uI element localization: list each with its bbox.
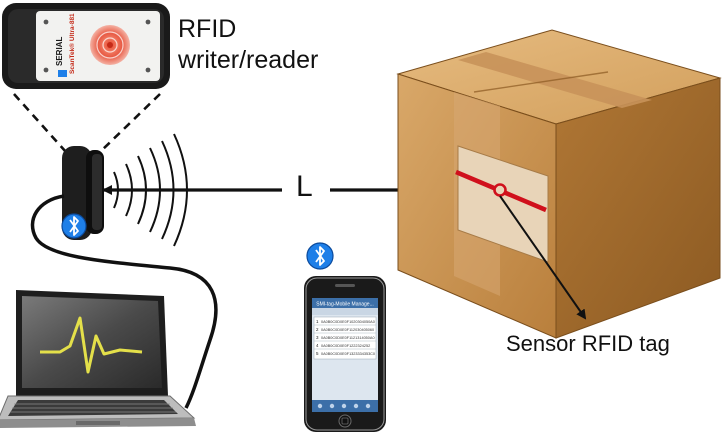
bluetooth-icon-phone: [306, 242, 334, 270]
svg-text:5: 5: [316, 351, 319, 356]
cardboard-box: [396, 29, 722, 339]
projection-line-left: [13, 93, 67, 153]
projection-line-right: [99, 93, 161, 153]
table-row[interactable]: 3 0A0B0C0D0E0F1121314050A0: [316, 335, 375, 340]
toolbar-button[interactable]: [341, 403, 347, 409]
svg-text:0A0B0C0D0E0F1323334353C0: 0A0B0C0D0E0F1323334353C0: [321, 352, 375, 356]
table-row[interactable]: 4 0A0B0C0D0E0F1222324252: [316, 343, 370, 348]
rfid-reader-label-line2: writer/reader: [178, 46, 319, 74]
sensor-rfid-tag: [455, 169, 547, 213]
toolbar-button[interactable]: [317, 403, 323, 409]
table-row[interactable]: 5 0A0B0C0D0E0F1323334353C0: [316, 351, 375, 356]
phone-home-button[interactable]: [338, 414, 352, 428]
reader-side-view: [62, 146, 104, 240]
smartphone: SMI-tag-Mobile Manage... 1 0A0B0C0D0E0F1…: [304, 276, 386, 432]
svg-text:0A0B0C0D0E0F112030405060: 0A0B0C0D0E0F112030405060: [321, 328, 374, 332]
tag-pointer-arrow: [499, 195, 587, 320]
toolbar-button[interactable]: [329, 403, 335, 409]
laptop: [0, 290, 196, 428]
rfid-reader-label: RFID writer/reader: [178, 14, 318, 76]
svg-text:0A0B0C0D0E0F1222324252: 0A0B0C0D0E0F1222324252: [321, 344, 370, 348]
bluetooth-icon: [61, 213, 87, 239]
svg-text:0A0B0C0D0E0F1121314050A0: 0A0B0C0D0E0F1121314050A0: [321, 336, 375, 340]
distance-label: L: [296, 170, 313, 203]
svg-text:1: 1: [316, 319, 319, 324]
usb-cable: [30, 194, 218, 409]
svg-text:3: 3: [316, 335, 319, 340]
toolbar-button[interactable]: [353, 403, 359, 409]
laptop-signal-graph: [40, 316, 143, 374]
table-row[interactable]: 1 0A0B0C0D0E0F1020304050A0: [316, 319, 375, 324]
rfid-reader-device: SERIAL ScanTek® Ultra-881: [2, 3, 170, 89]
table-row[interactable]: 2 0A0B0C0D0E0F112030405060: [316, 327, 374, 332]
toolbar-button[interactable]: [365, 403, 371, 409]
device-model: ScanTek® Ultra-881: [68, 13, 76, 74]
phone-app-title: SMI-tag-Mobile Manage...: [316, 302, 374, 308]
rfid-reader-label-line1: RFID: [178, 15, 237, 43]
svg-text:4: 4: [316, 343, 319, 348]
phone-table: 1 0A0B0C0D0E0F1020304050A0 2 0A0B0C0D0E0…: [313, 316, 377, 360]
svg-text:0A0B0C0D0E0F1020304050A0: 0A0B0C0D0E0F1020304050A0: [321, 320, 375, 324]
sensor-tag-label: Sensor RFID tag: [506, 331, 670, 356]
device-brand: SERIAL: [55, 37, 64, 66]
svg-text:2: 2: [316, 327, 319, 332]
